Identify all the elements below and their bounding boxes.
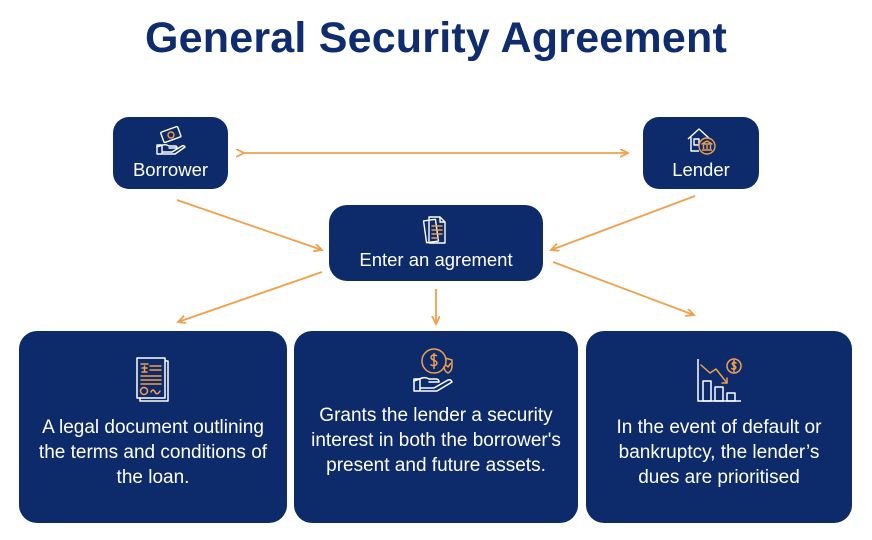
agreement-node: Enter an agrement: [329, 205, 543, 281]
borrower-label: Borrower: [132, 159, 209, 180]
borrower-node: Borrower: [113, 117, 228, 189]
page-title: General Security Agreement: [145, 14, 727, 62]
card-legal-document-text: A legal document outlining the terms and…: [38, 417, 268, 488]
documents-icon: [422, 216, 446, 244]
card-security-interest: Grants the lender a security interest in…: [294, 331, 578, 523]
card-lender-priority: In the event of default or bankruptcy, t…: [586, 331, 852, 523]
card-lender-priority-text: In the event of default or bankruptcy, t…: [616, 417, 822, 488]
lender-label: Lender: [672, 159, 730, 180]
money-hand-icon: [155, 125, 186, 155]
arrow-agreement-card3: [552, 261, 694, 315]
arrow-agreement-card1: [178, 271, 323, 322]
legal-document-icon: [136, 357, 169, 402]
card-security-interest-text: Grants the lender a security interest in…: [311, 405, 561, 476]
card-legal-document: A legal document outlining the terms and…: [19, 331, 287, 523]
dollar-shield-hand-icon: [413, 348, 453, 392]
lender-node: Lender: [643, 117, 759, 189]
arrow-lender-agreement: [551, 195, 696, 250]
bank-house-icon: [687, 128, 716, 155]
agreement-label: Enter an agrement: [359, 249, 513, 270]
arrow-borrower-agreement: [176, 199, 322, 250]
declining-chart-icon: [697, 358, 742, 402]
